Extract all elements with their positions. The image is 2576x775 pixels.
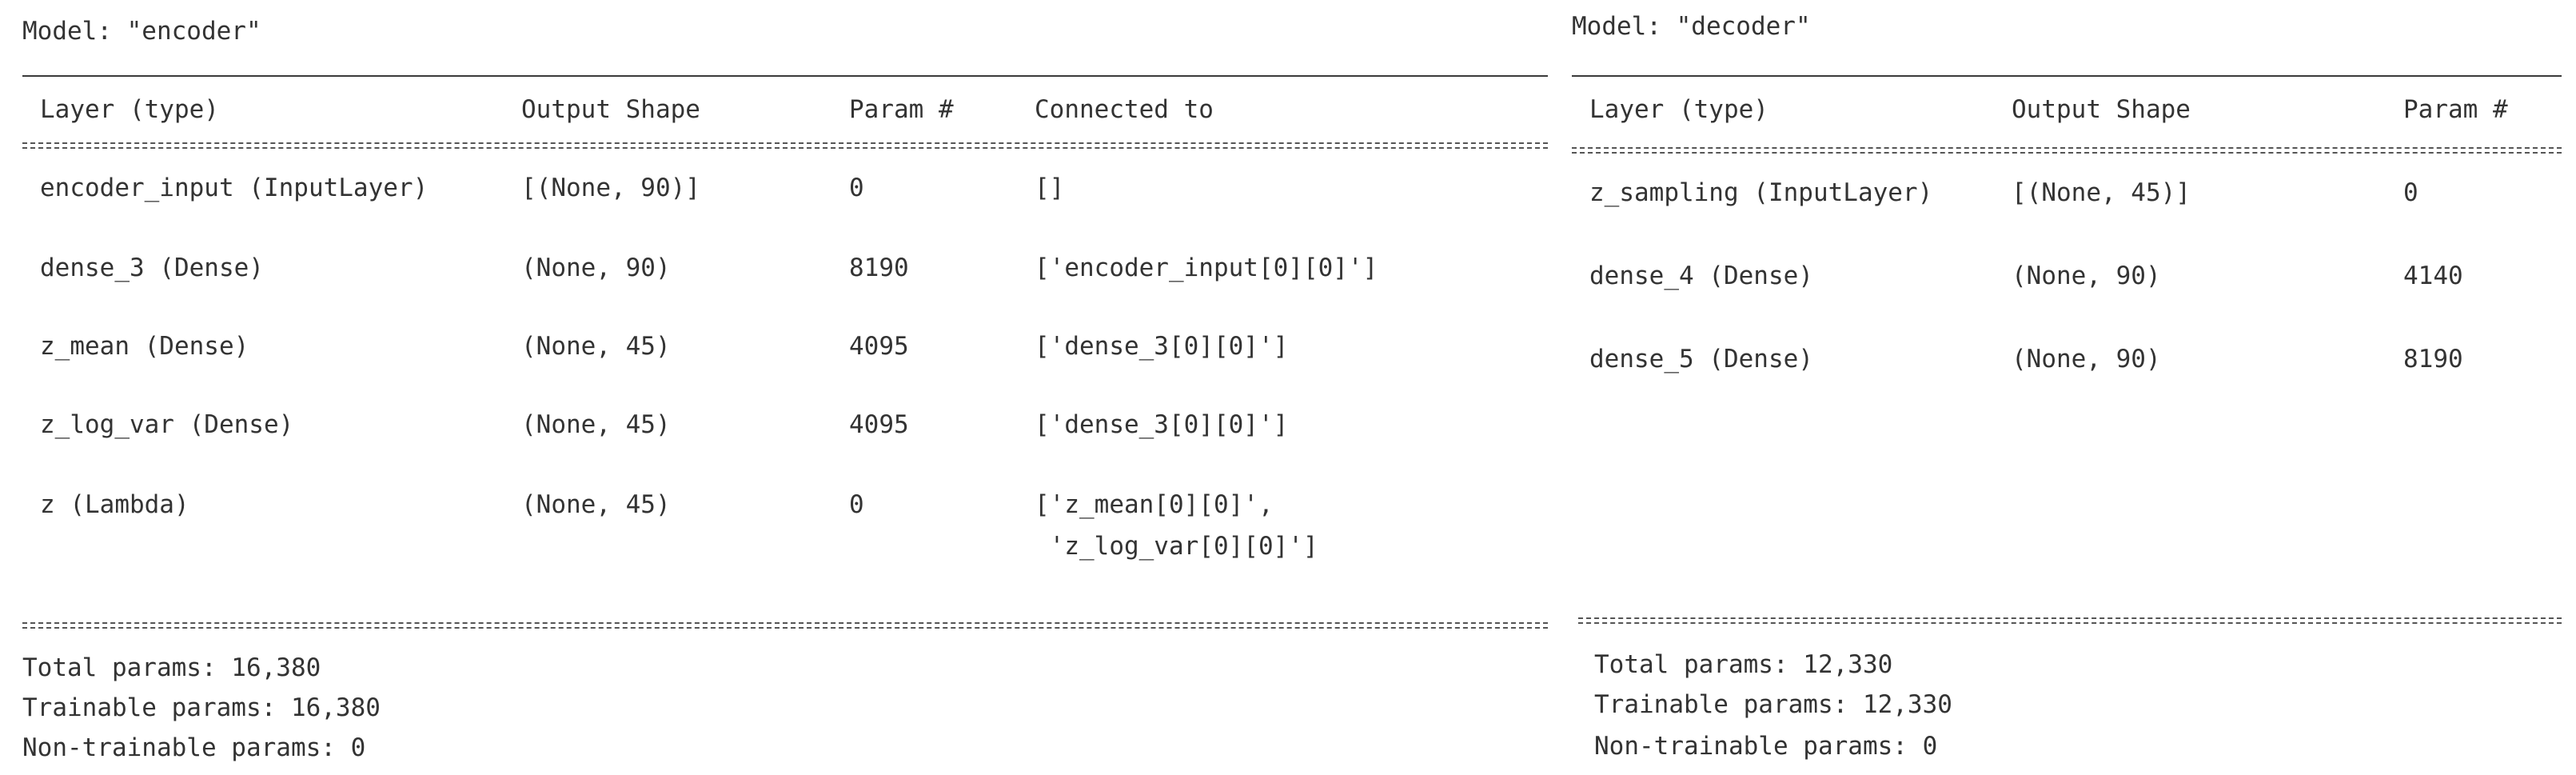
- encoder-row-shape: (None, 45): [521, 490, 671, 519]
- encoder-row-connected-continued: 'z_log_var[0][0]']: [1035, 532, 1318, 561]
- encoder-model-title: Model: "encoder": [22, 17, 261, 46]
- decoder-header-shape: Output Shape: [2012, 95, 2191, 124]
- decoder-trainable-params: Trainable params: 12,330: [1594, 690, 1952, 719]
- encoder-header-params: Param #: [849, 95, 954, 124]
- encoder-row-connected: ['z_mean[0][0]',: [1035, 490, 1274, 519]
- encoder-row-connected: ['encoder_input[0][0]']: [1035, 254, 1378, 282]
- decoder-row-shape: (None, 90): [2012, 262, 2161, 290]
- encoder-bottom-rule: [22, 622, 1548, 629]
- encoder-row-params: 4095: [849, 410, 909, 439]
- encoder-header-shape: Output Shape: [521, 95, 700, 124]
- decoder-header-layer: Layer (type): [1589, 95, 1769, 124]
- encoder-row-layer: encoder_input (InputLayer): [40, 174, 429, 202]
- encoder-row-layer: z_log_var (Dense): [40, 410, 294, 439]
- encoder-row-shape: [(None, 90)]: [521, 174, 700, 202]
- decoder-total-params: Total params: 12,330: [1594, 650, 1893, 679]
- encoder-row-connected: ['dense_3[0][0]']: [1035, 410, 1289, 439]
- encoder-row-shape: (None, 45): [521, 410, 671, 439]
- decoder-bottom-rule: [1578, 617, 2562, 624]
- encoder-header-connected: Connected to: [1035, 95, 1214, 124]
- encoder-header-layer: Layer (type): [40, 95, 219, 124]
- encoder-row-shape: (None, 45): [521, 332, 671, 361]
- encoder-row-params: 4095: [849, 332, 909, 361]
- encoder-row-params: 0: [849, 490, 864, 519]
- decoder-row-layer: dense_5 (Dense): [1589, 345, 1813, 374]
- encoder-row-params: 8190: [849, 254, 909, 282]
- encoder-row-layer: z (Lambda): [40, 490, 189, 519]
- encoder-row-params: 0: [849, 174, 864, 202]
- decoder-row-params: 0: [2403, 178, 2418, 207]
- decoder-row-shape: [(None, 45)]: [2012, 178, 2191, 207]
- encoder-row-layer: z_mean (Dense): [40, 332, 249, 361]
- encoder-row-connected: ['dense_3[0][0]']: [1035, 332, 1289, 361]
- decoder-row-params: 4140: [2403, 262, 2463, 290]
- encoder-non-trainable-params: Non-trainable params: 0: [22, 733, 366, 762]
- decoder-header-rule: [1572, 147, 2562, 154]
- encoder-header-rule: [22, 142, 1548, 149]
- encoder-row-connected: []: [1035, 174, 1065, 202]
- decoder-top-rule: [1572, 75, 2562, 77]
- decoder-row-layer: dense_4 (Dense): [1589, 262, 1813, 290]
- decoder-row-params: 8190: [2403, 345, 2463, 374]
- encoder-row-shape: (None, 90): [521, 254, 671, 282]
- encoder-row-layer: dense_3 (Dense): [40, 254, 264, 282]
- decoder-model-title: Model: "decoder": [1572, 12, 1811, 41]
- decoder-row-shape: (None, 90): [2012, 345, 2161, 374]
- decoder-header-params: Param #: [2403, 95, 2508, 124]
- encoder-total-params: Total params: 16,380: [22, 653, 321, 682]
- encoder-trainable-params: Trainable params: 16,380: [22, 693, 381, 722]
- decoder-row-layer: z_sampling (InputLayer): [1589, 178, 1933, 207]
- encoder-top-rule: [22, 75, 1548, 77]
- decoder-non-trainable-params: Non-trainable params: 0: [1594, 732, 1938, 761]
